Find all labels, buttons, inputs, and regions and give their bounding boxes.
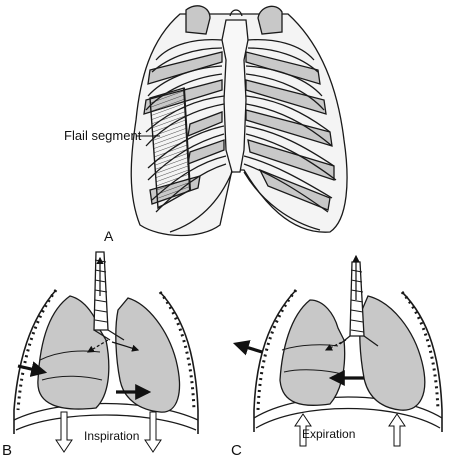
panel-a-label: A — [104, 228, 114, 244]
panel-c-label: C — [231, 442, 242, 459]
right-lung-c — [359, 295, 426, 411]
panel-c-diagram — [253, 261, 443, 432]
diaphragm-b — [13, 402, 199, 421]
diaphragm-down-arrow-b2 — [144, 411, 162, 453]
flail-segment-label: Flail segment — [64, 128, 142, 143]
diaphragm-up-arrow-c1 — [294, 413, 312, 447]
sternum — [221, 19, 249, 173]
right-lung-b — [115, 297, 181, 413]
chest-wall-b — [13, 289, 199, 434]
panel-b-diagram — [13, 251, 199, 434]
diaphragm-c — [253, 396, 443, 419]
flail-inward-arrow-b — [17, 361, 48, 377]
left-lung-apex — [185, 5, 211, 35]
panel-b-label: B — [2, 442, 13, 459]
flail-outward-arrow-c — [232, 340, 263, 356]
flail-segment — [149, 87, 191, 210]
mediastinal-arrow-b — [111, 341, 140, 352]
inspiration-label: Inspiration — [84, 429, 140, 443]
dashed-shift-arrow-c — [324, 339, 347, 351]
chest-wall-c — [253, 289, 443, 432]
right-lung-apex — [257, 5, 283, 35]
trachea-c — [349, 261, 365, 337]
expiration-label: Expiration — [302, 427, 356, 441]
diaphragm-down-arrow-b1 — [55, 411, 73, 453]
left-lung-c — [279, 299, 346, 406]
diaphragm-up-arrow-c2 — [388, 413, 406, 447]
dashed-shift-arrow-b — [86, 339, 109, 353]
rib-cage — [130, 5, 348, 237]
